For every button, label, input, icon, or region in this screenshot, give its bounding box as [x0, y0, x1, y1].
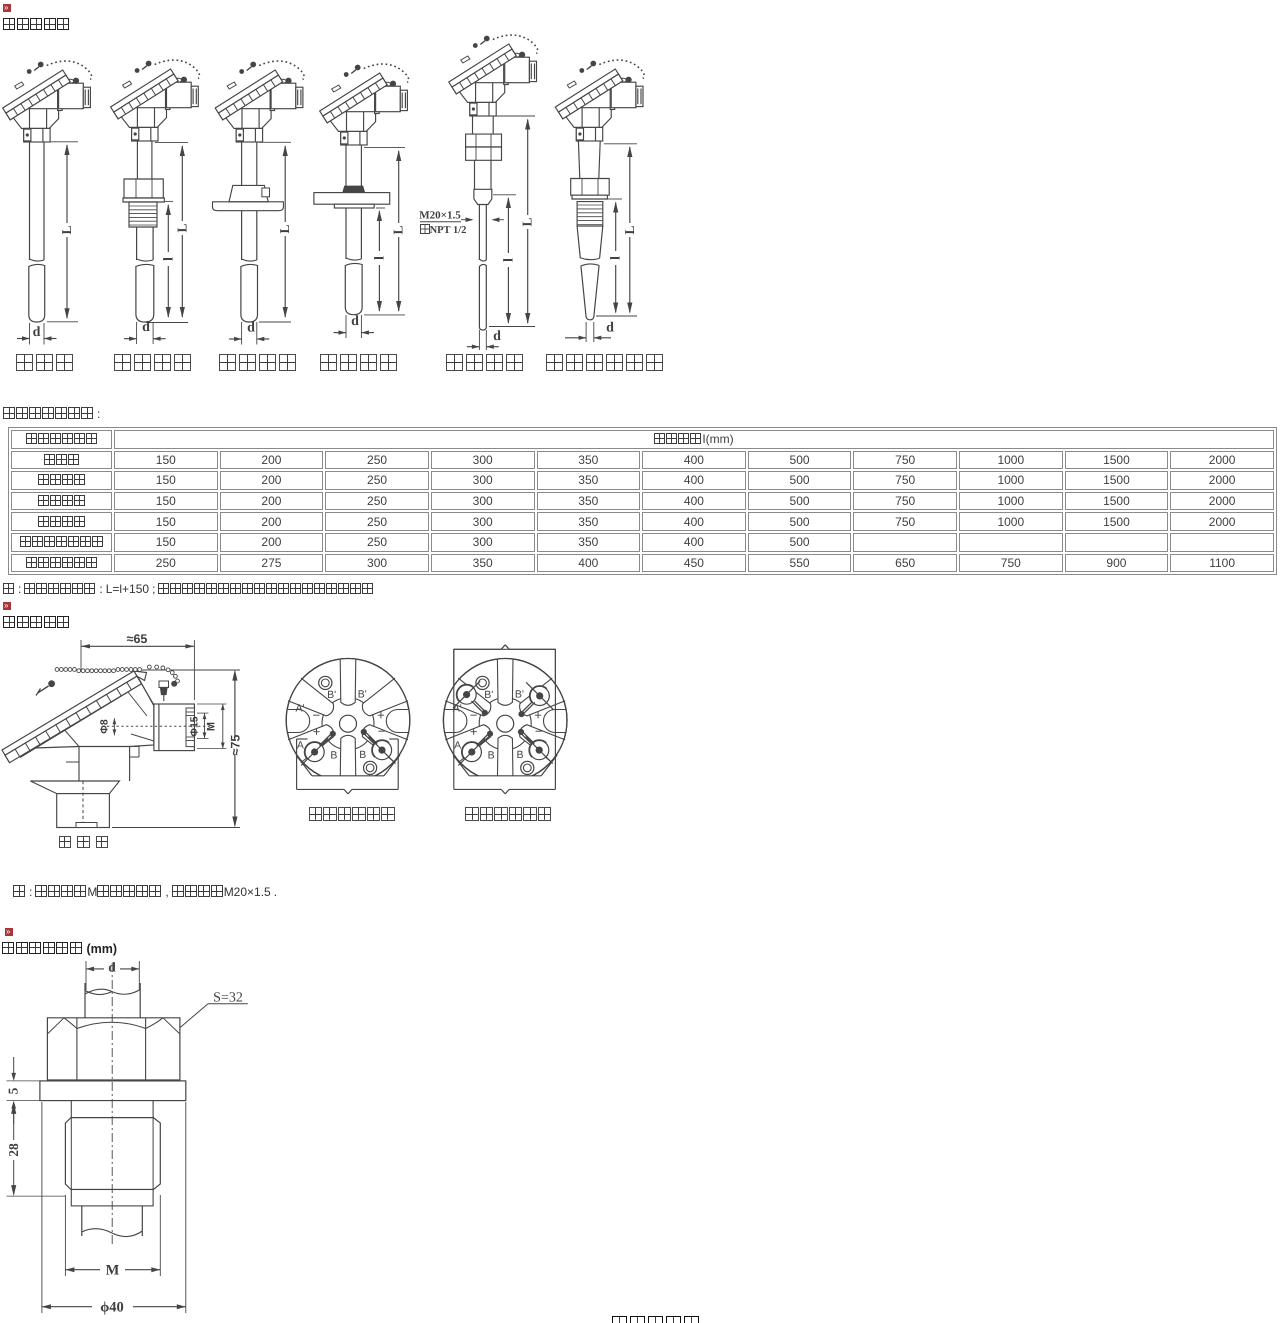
- svg-text:L: L: [277, 224, 292, 233]
- svg-text:−: −: [535, 724, 543, 739]
- svg-text:d: d: [247, 321, 255, 336]
- svg-text:d: d: [493, 329, 501, 344]
- svg-text:M: M: [106, 1263, 120, 1279]
- svg-text:−: −: [313, 708, 321, 723]
- svg-text:L: L: [174, 223, 189, 232]
- svg-text:B: B: [488, 750, 495, 762]
- svg-text:l: l: [500, 258, 515, 262]
- svg-text:A': A': [453, 702, 462, 714]
- svg-text:A: A: [297, 740, 304, 752]
- svg-text:L: L: [520, 217, 535, 226]
- svg-text:B': B': [484, 689, 493, 701]
- svg-text:l: l: [608, 256, 623, 260]
- svg-text:+: +: [534, 708, 542, 723]
- svg-text:B': B': [358, 689, 367, 701]
- svg-text:Φ15: Φ15: [189, 716, 201, 736]
- svg-text:d: d: [351, 314, 359, 329]
- svg-text:A': A': [295, 702, 304, 714]
- svg-text:d: d: [33, 325, 41, 340]
- svg-text:d: d: [606, 321, 614, 336]
- svg-text:S=32: S=32: [213, 991, 243, 1006]
- svg-text:B': B': [515, 689, 524, 701]
- svg-text:M20×1.5: M20×1.5: [419, 210, 461, 222]
- svg-text:≈65: ≈65: [127, 632, 148, 646]
- svg-text:d: d: [142, 320, 150, 335]
- svg-text:B: B: [330, 750, 337, 762]
- svg-text:+: +: [377, 708, 385, 723]
- svg-text:L: L: [622, 225, 637, 234]
- svg-text:ϕ40: ϕ40: [100, 1300, 124, 1316]
- svg-text:−: −: [378, 724, 386, 739]
- svg-text:B': B': [327, 689, 336, 701]
- svg-text:NPT 1/2: NPT 1/2: [430, 225, 467, 236]
- svg-text:l: l: [371, 256, 386, 260]
- svg-text:+: +: [470, 724, 478, 739]
- svg-text:≈75: ≈75: [229, 735, 243, 756]
- svg-text:A: A: [454, 740, 461, 752]
- svg-text:+: +: [313, 724, 321, 739]
- svg-text:B: B: [359, 749, 366, 761]
- svg-text:B: B: [516, 749, 523, 761]
- svg-text:−: −: [470, 708, 478, 723]
- svg-text:5: 5: [6, 1087, 21, 1094]
- svg-text:Φ8: Φ8: [99, 719, 111, 734]
- svg-text:L: L: [391, 225, 406, 234]
- svg-text:28: 28: [6, 1143, 21, 1157]
- svg-text:L: L: [59, 225, 74, 234]
- svg-text:l: l: [160, 257, 175, 261]
- svg-text:M: M: [206, 722, 218, 731]
